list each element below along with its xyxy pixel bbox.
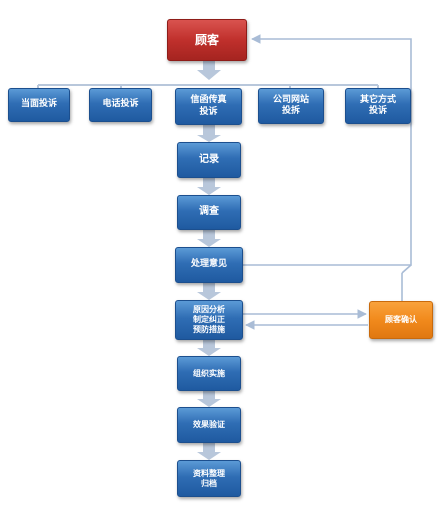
channel-website: 公司网站 投拆 (258, 88, 324, 124)
step-investigate: 调查 (177, 195, 241, 230)
channel-in-person: 当面投诉 (8, 88, 70, 122)
down-arrow-6 (197, 391, 221, 407)
channel-phone: 电话投诉 (89, 88, 152, 122)
down-arrow-7 (197, 443, 221, 460)
confirm-up-line (401, 264, 412, 301)
step-archive: 资料整理 归档 (177, 460, 241, 497)
down-arrow-2 (197, 178, 221, 195)
step-verify: 效果验证 (177, 407, 241, 443)
down-arrow-customer (197, 61, 221, 80)
feedback-line-to-customer (243, 34, 412, 266)
channel-letter-fax: 信函传真 投诉 (175, 88, 242, 125)
step-root-cause: 原因分析 制定纠正 预防措施 (175, 300, 243, 340)
step-implement: 组织实施 (177, 356, 241, 391)
down-arrow-1 (197, 125, 221, 142)
channel-other: 其它方式 投诉 (345, 88, 411, 124)
step-handling-opinion: 处理意见 (175, 247, 243, 283)
step-record: 记录 (177, 142, 241, 178)
down-arrow-5 (197, 340, 221, 356)
customer-node: 顾客 (167, 19, 247, 61)
down-arrow-4 (197, 283, 221, 300)
down-arrow-3 (197, 230, 221, 247)
customer-confirm-node: 顾客确认 (369, 301, 433, 339)
